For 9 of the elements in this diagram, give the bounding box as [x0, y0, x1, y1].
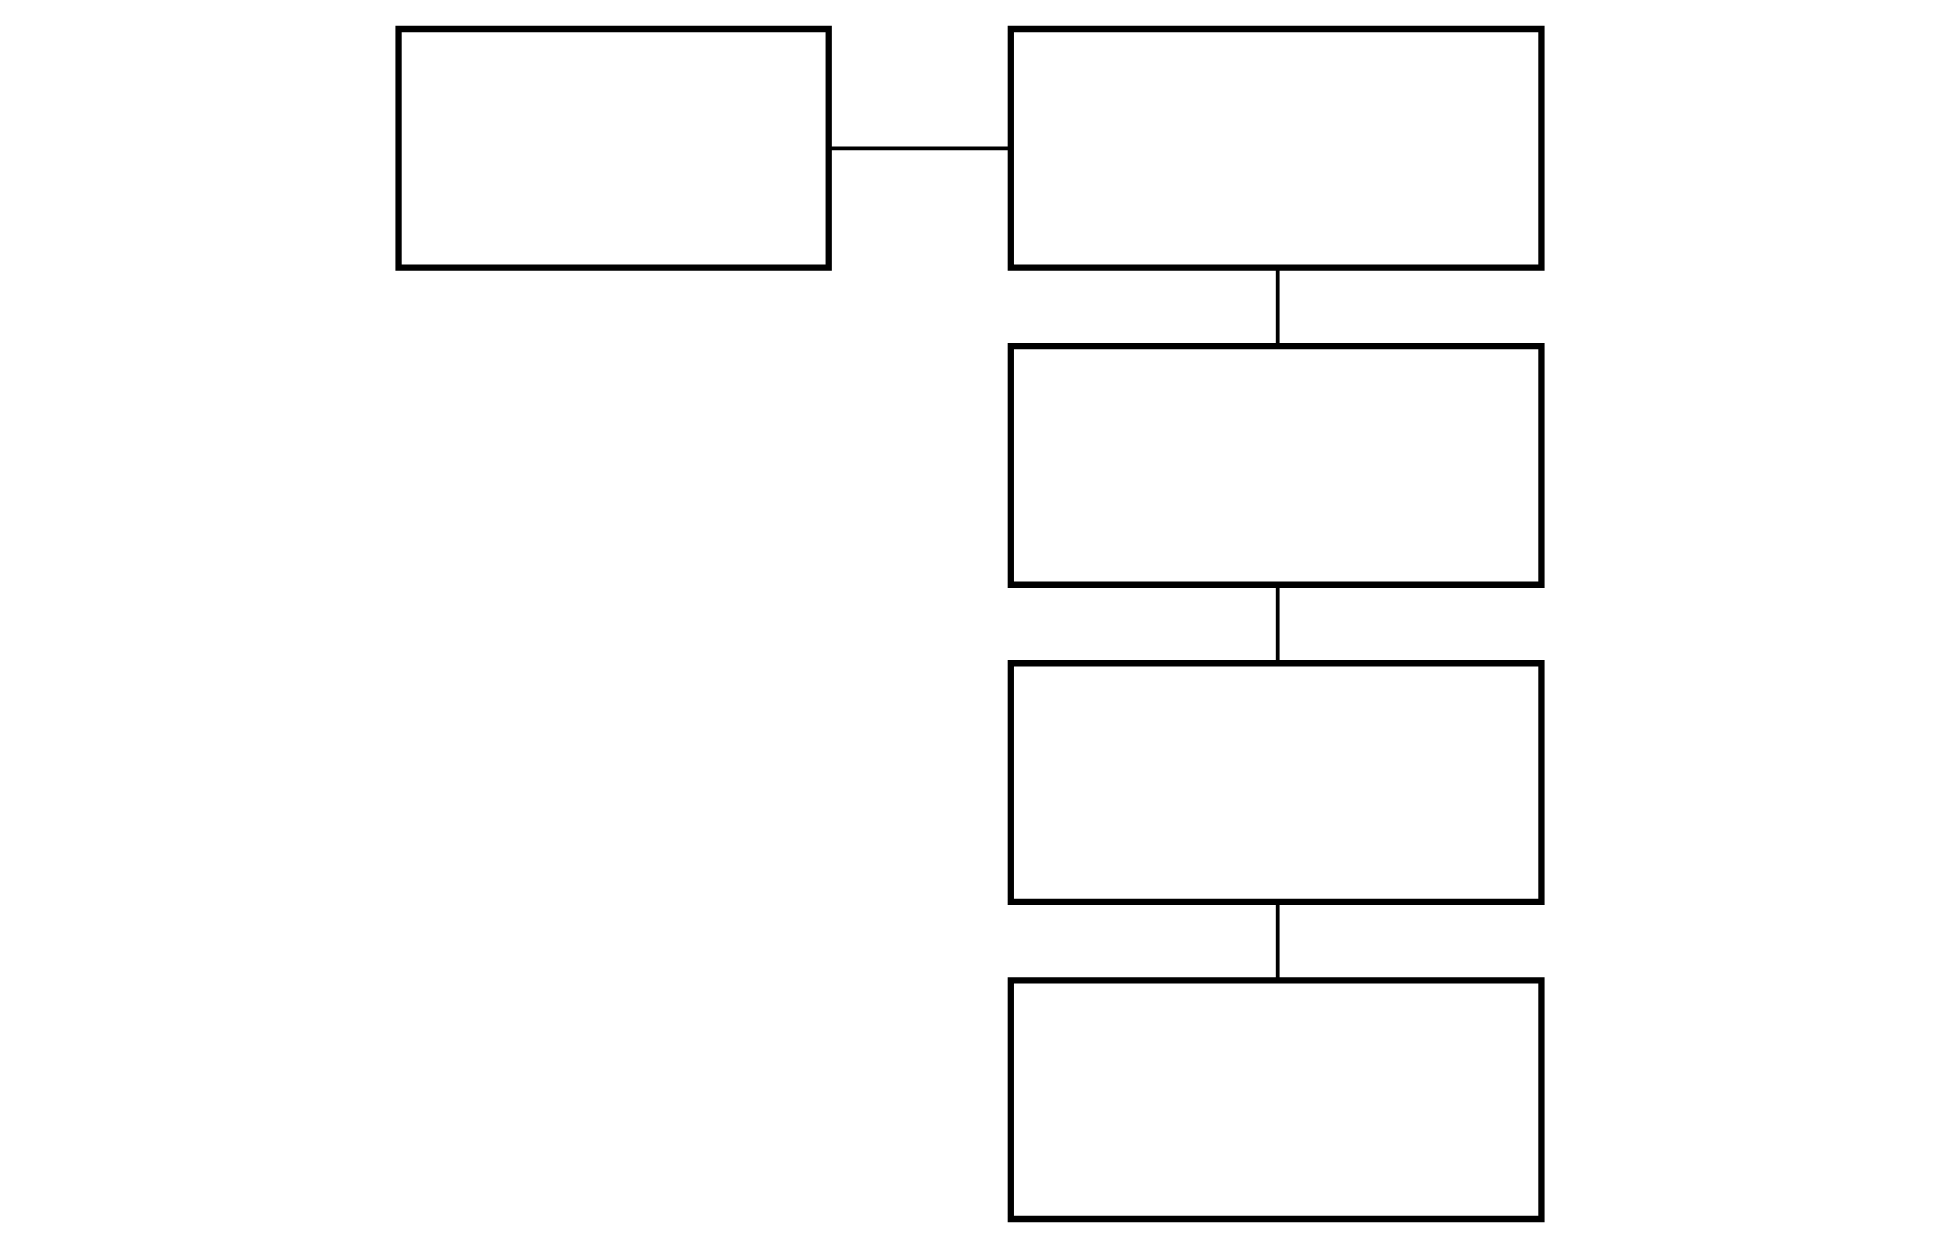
node-box — [1007, 25, 1545, 271]
connector — [1275, 268, 1280, 346]
connector — [828, 146, 1010, 151]
node-box — [395, 25, 832, 271]
node-box — [1007, 977, 1545, 1223]
connector — [1275, 585, 1280, 663]
connector — [1275, 902, 1280, 980]
node-box — [1007, 660, 1545, 905]
node-box — [1007, 343, 1545, 588]
